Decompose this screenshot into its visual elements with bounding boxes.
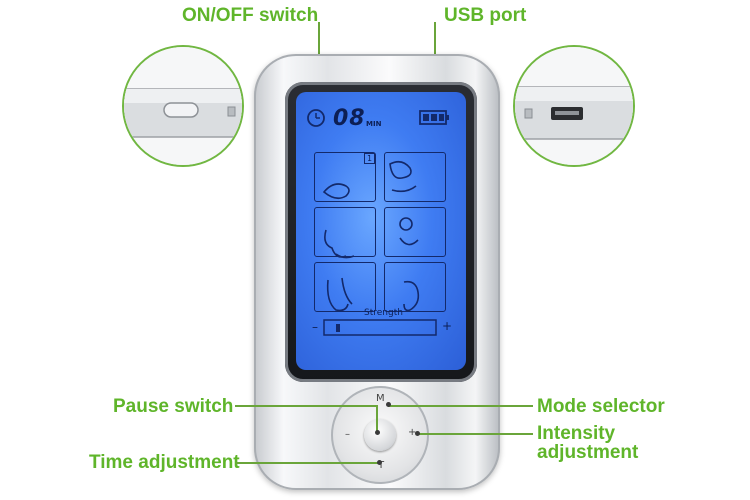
clock-icon [307,109,325,127]
knee-icon [389,160,412,180]
mode-cell-foot [314,262,376,312]
time-leader-dot [377,460,382,465]
strength-plus: + [442,319,453,333]
pause-button[interactable] [364,419,396,451]
mode-selector-label: Mode selector [537,396,665,417]
time-button[interactable]: T [378,460,385,471]
minus-button[interactable]: – [345,429,350,440]
lcd-screen: 08 MIN 1 Strength – + [296,92,466,370]
time-leader-line [236,462,378,464]
pause-leader-drop [376,405,378,432]
onoff-leader-line [318,22,320,56]
mode-cell-back [314,207,376,257]
timer-unit: MIN [366,120,382,128]
strength-bar-frame [323,319,437,336]
intensity-leader-dot [415,431,420,436]
mode-cell-knee [384,152,446,202]
usb-leader-line [434,22,436,56]
onoff-slider-icon [163,102,199,118]
mode-leader-line [388,405,533,407]
usb-port-callout [513,45,635,167]
usb-port-label: USB port [444,5,527,26]
pause-switch-label: Pause switch [113,396,234,417]
mode-cell-ear [384,262,446,312]
strength-minus: – [312,320,318,334]
intensity-label-line1: Intensity [537,423,616,444]
intensity-label-line2: adjustment [537,442,639,463]
program-number: 1 [364,153,376,164]
lcd-graphics [307,109,449,336]
onoff-switch-callout [122,45,244,167]
ear-icon [403,280,420,312]
mode-cell-hand [314,152,376,202]
device-side-onoff-illustration [124,47,242,165]
pause-leader-line [235,405,378,407]
strength-label: Strength [364,308,403,318]
shoulder-icon [399,217,413,231]
timer-value: 08 [333,106,366,131]
mode-button[interactable]: M [376,393,385,404]
battery-icon [419,110,449,125]
pause-leader-dot [375,430,380,435]
hand-icon [322,183,350,200]
intensity-leader-line [418,433,533,435]
foot-icon [326,279,349,312]
plus-button[interactable]: + [408,427,417,438]
mode-leader-dot [386,402,391,407]
device-side-usb-illustration [515,47,633,165]
onoff-switch-label: ON/OFF switch [182,5,319,26]
time-adjustment-label: Time adjustment [89,452,240,473]
strength-bar-fill [336,324,340,332]
mode-cell-shoulder [384,207,446,257]
